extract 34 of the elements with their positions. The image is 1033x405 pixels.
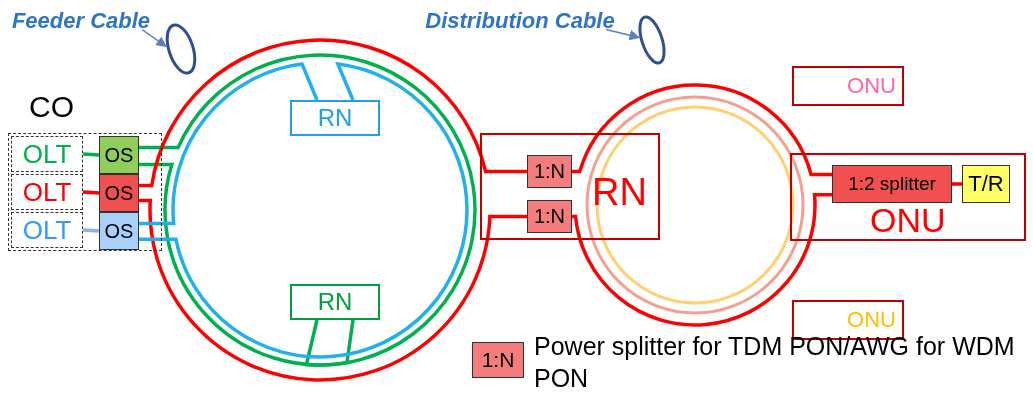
olt-box: OLT <box>11 174 83 210</box>
os-box: OS <box>99 212 139 250</box>
cable-label: Distribution Cable <box>420 4 620 38</box>
fiber-line <box>952 182 962 186</box>
cable-label: Feeder Cable <box>6 4 156 38</box>
co-label: CO <box>29 90 74 124</box>
fiber-line <box>139 198 527 382</box>
leader-line <box>141 28 167 48</box>
fiber-line <box>572 83 832 177</box>
olt-box: OLT <box>11 136 83 172</box>
rn-box: RN <box>290 100 380 136</box>
fiber-line <box>82 190 100 195</box>
legend-symbol-text: 1:N <box>481 348 515 372</box>
rn-box: RN <box>290 284 380 320</box>
fiber-line <box>571 192 832 327</box>
cable-marker <box>163 22 199 76</box>
olt-box: OLT <box>11 212 83 248</box>
rn-boundary <box>480 133 660 240</box>
fiber-line <box>82 152 100 157</box>
splitter-box: 1:N <box>527 155 572 188</box>
os-box: OS <box>99 174 139 212</box>
fiber-line <box>139 62 319 226</box>
onu-boundary <box>790 153 1026 241</box>
fiber-line <box>82 228 100 233</box>
leader-line <box>605 28 640 41</box>
fiber-line <box>139 162 355 367</box>
onu-box: ONU <box>792 66 904 106</box>
fiber-line <box>139 38 527 188</box>
splitter-box: 1:2 splitter <box>832 165 952 203</box>
onu-label: ONU <box>870 201 946 240</box>
os-box: OS <box>99 136 139 174</box>
splitter-box: 1:N <box>527 200 572 233</box>
cable-marker <box>636 14 668 66</box>
transceiver-box: T/R <box>962 165 1010 203</box>
